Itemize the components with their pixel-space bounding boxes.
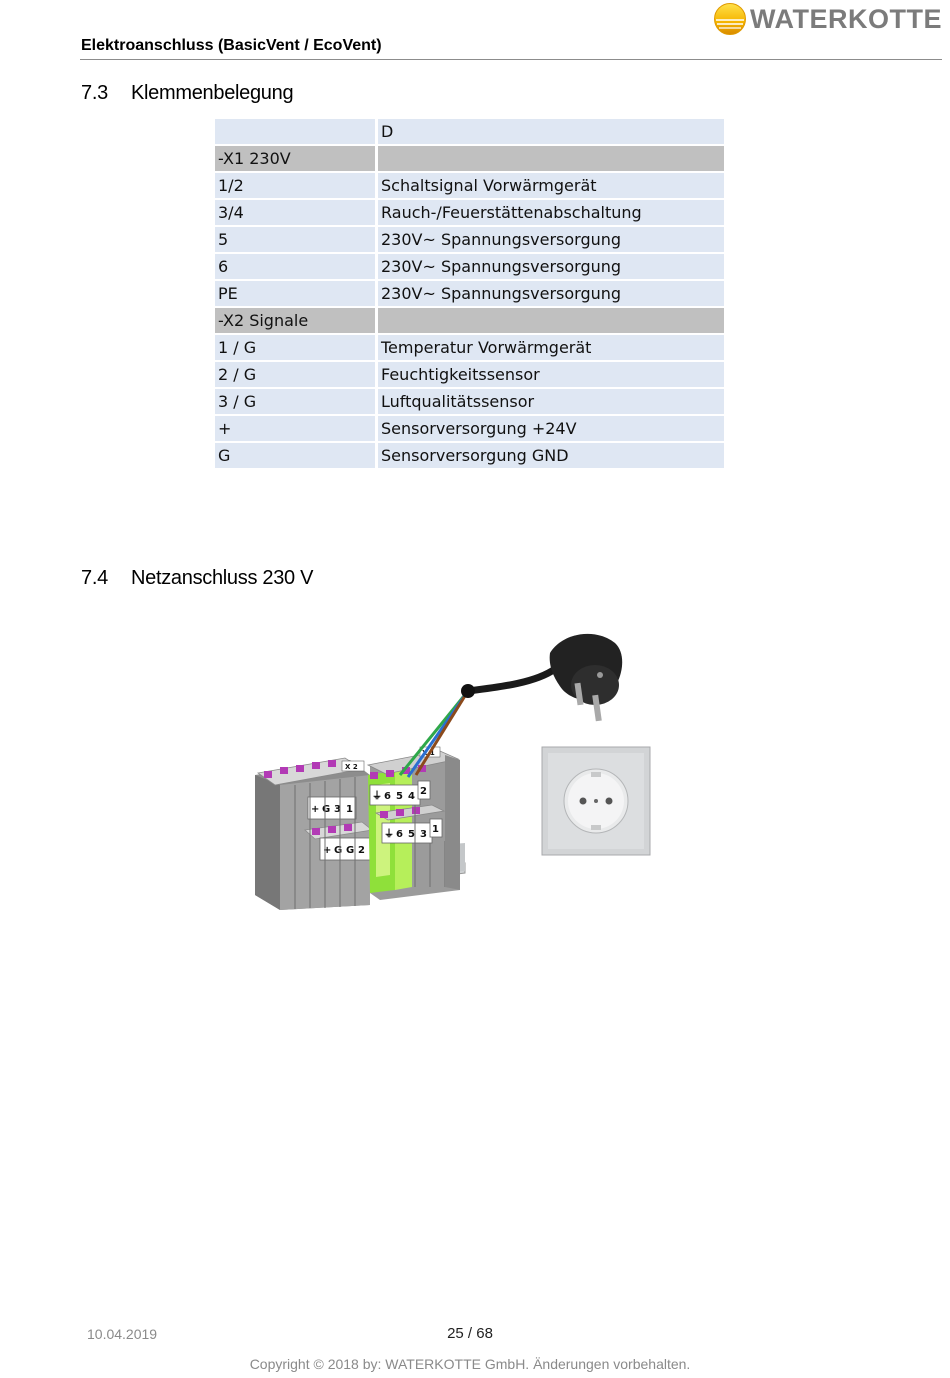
schuko-plug-icon [461, 633, 623, 722]
description-cell [376, 145, 724, 173]
table-group-row: -X1 230V [215, 145, 724, 173]
document-header-title: Elektroanschluss (BasicVent / EcoVent) [81, 37, 382, 54]
description-cell: Schaltsignal Vorwärmgerät [376, 172, 724, 200]
terminal-block-icon: X 2 X 1 ⏚ 6 5 4 2 ⏚ 6 5 3 1 [341, 746, 460, 900]
table-group-row: -X2 Signale [215, 307, 724, 335]
upper-block-label: 3 [334, 804, 341, 815]
description-cell: Luftqualitätssensor [376, 388, 724, 416]
x1-lower-label: 6 [396, 829, 403, 840]
x1-upper-label: 6 [384, 791, 391, 802]
lower-block-label: + [323, 845, 331, 856]
section-title: Netzanschluss 230 V [131, 567, 314, 589]
x1-end-label: 2 [420, 786, 427, 797]
terminal-cell: 1 / G [215, 334, 378, 362]
terminal-cell: + [215, 415, 378, 443]
table-header-row: D [215, 119, 724, 146]
x1-upper-label: 4 [408, 791, 415, 802]
terminal-cell: G [215, 442, 378, 470]
description-cell: 230V~ Spannungsversorgung [376, 253, 724, 281]
x1-lower-label: 3 [420, 829, 427, 840]
schuko-socket-icon [541, 746, 651, 856]
x1-lower-label: ⏚ [384, 828, 394, 840]
terminal-cell [215, 119, 378, 146]
section-heading-7-4: 7.4 Netzanschluss 230 V [81, 567, 313, 590]
upper-block-label: 1 [346, 804, 353, 815]
x1-upper-label: ⏚ [372, 790, 382, 802]
x1-upper-label: 5 [396, 791, 403, 802]
terminal-cell: 5 [215, 226, 378, 254]
description-cell: Sensorversorgung GND [376, 442, 724, 470]
description-cell [376, 307, 724, 335]
footer-page-number: 25 / 68 [0, 1325, 950, 1342]
terminal-cell: 1/2 [215, 172, 378, 200]
terminal-cell: 3 / G [215, 388, 378, 416]
table-row: +Sensorversorgung +24V [215, 415, 724, 443]
upper-block-label: G [322, 804, 330, 815]
footer-copyright: Copyright © 2018 by: WATERKOTTE GmbH. Än… [0, 1356, 950, 1372]
lower-block-label: 2 [358, 845, 365, 856]
description-cell: Temperatur Vorwärmgerät [376, 334, 724, 362]
page-number-text: 25 / 68 [447, 1325, 493, 1342]
section-number: 7.3 [81, 82, 108, 104]
terminal-cell: -X1 230V [215, 145, 378, 173]
lower-block-label: G [334, 845, 342, 856]
x2-tag: X 2 [345, 763, 358, 771]
description-cell: Rauch-/Feuerstättenabschaltung [376, 199, 724, 227]
terminal-cell: -X2 Signale [215, 307, 378, 335]
wires [398, 690, 470, 778]
terminal-cell: PE [215, 280, 378, 308]
description-cell: 230V~ Spannungsversorgung [376, 280, 724, 308]
section-title: Klemmenbelegung [131, 82, 294, 104]
terminal-cell: 3/4 [215, 199, 378, 227]
description-cell: Feuchtigkeitssensor [376, 361, 724, 389]
upper-block-label: + [311, 804, 319, 815]
description-cell: D [376, 119, 724, 146]
section-heading-7-3: 7.3 Klemmenbelegung [81, 82, 294, 105]
header-divider [80, 59, 942, 60]
footer-date: 10.04.2019 [87, 1326, 158, 1342]
sun-logo-icon [714, 3, 746, 35]
terminal-cell: 6 [215, 253, 378, 281]
terminal-cell: 2 / G [215, 361, 378, 389]
description-cell: 230V~ Spannungsversorgung [376, 226, 724, 254]
description-cell: Sensorversorgung +24V [376, 415, 724, 443]
waterkotte-logo: WATERKOTTE [712, 2, 942, 36]
section-number: 7.4 [81, 567, 108, 589]
lower-block-label: G [346, 845, 354, 856]
x1-end-label: 1 [432, 824, 439, 835]
terminal-block-icon: + G 3 1 + G G 2 [255, 757, 373, 910]
x1-lower-label: 5 [408, 829, 415, 840]
logo-wordmark: WATERKOTTE [750, 4, 942, 34]
mains-connection-figure: + G 3 1 + G G 2 [255, 633, 651, 910]
copyright-text: Copyright © 2018 by: WATERKOTTE GmbH. Än… [249, 1356, 691, 1372]
